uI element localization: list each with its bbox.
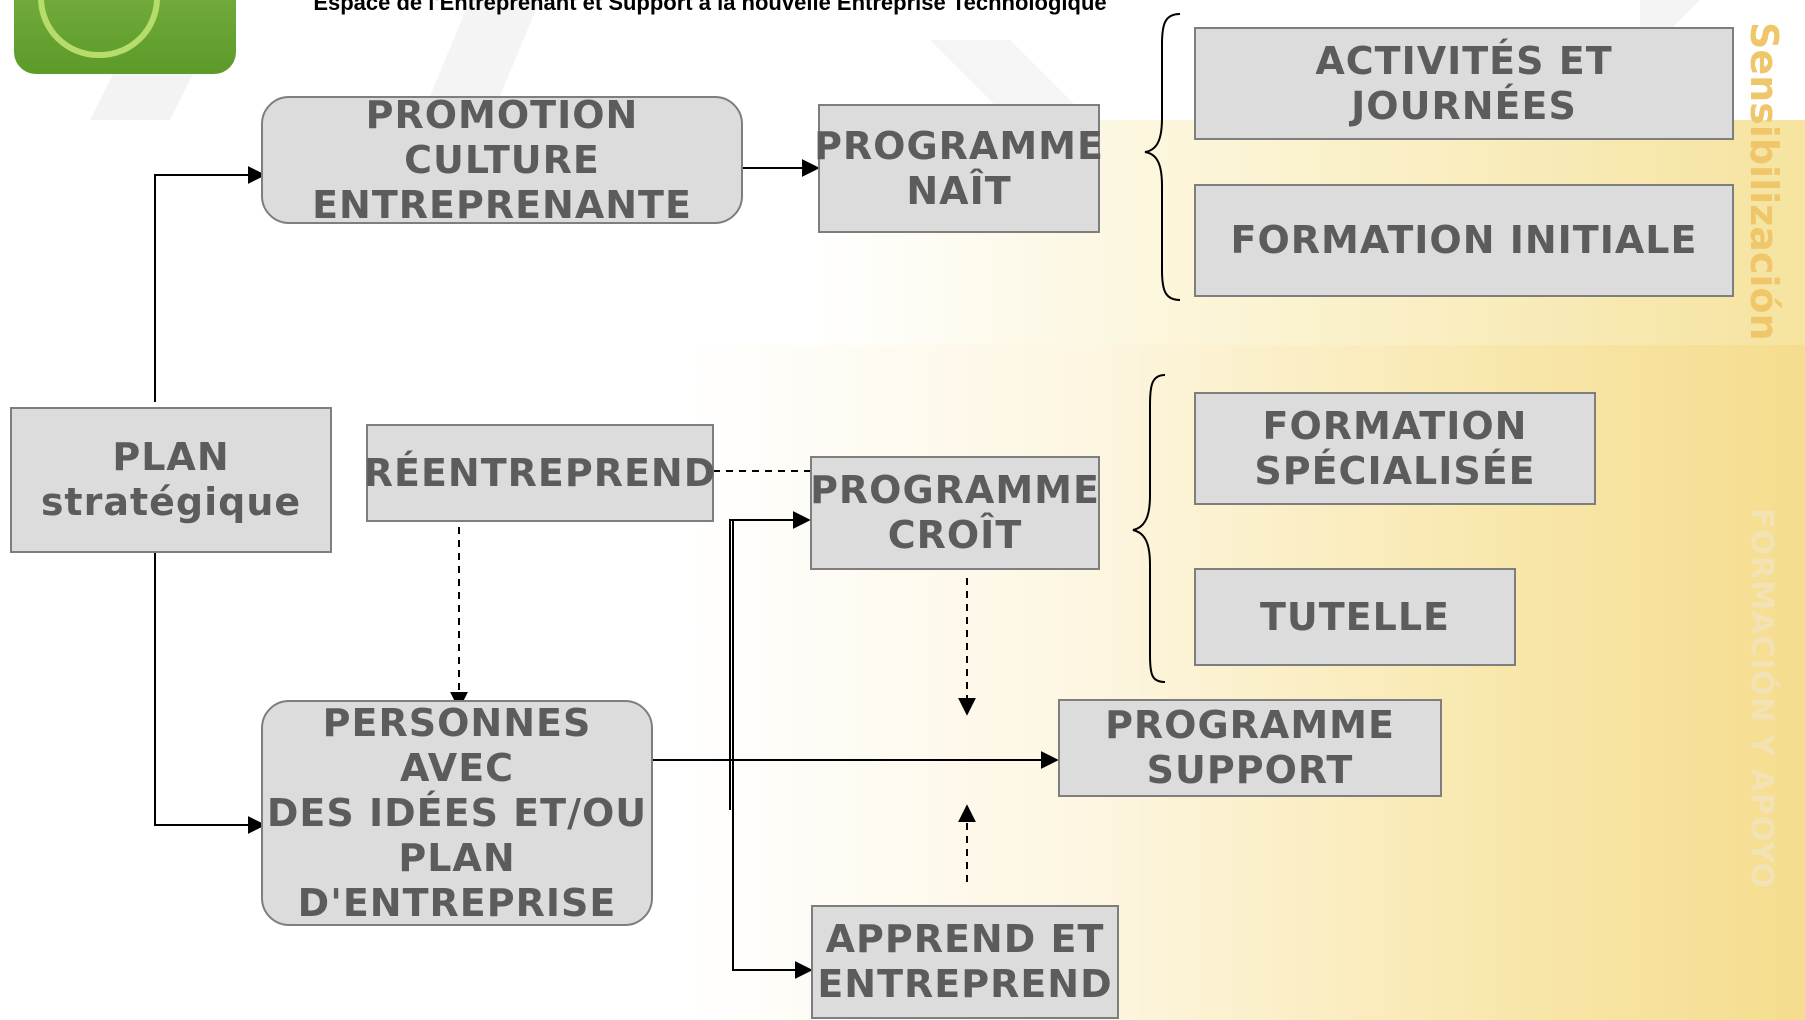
sensibilizacion-label: Sensibilización (1742, 22, 1786, 341)
arrow-to-apprend (732, 520, 813, 979)
formation-initiale-box: FORMATION INITIALE (1194, 184, 1734, 297)
brace-nait (1144, 13, 1181, 301)
arrow-plan-to-personnes (154, 552, 266, 834)
tutelle-box: TUTELLE (1194, 568, 1516, 666)
programme-croit-box: PROGRAMME CROÎT (810, 456, 1100, 570)
promotion-culture-box: PROMOTION CULTURE ENTREPRENANTE (261, 93, 743, 227)
plan-strategique-box: PLAN stratégique (10, 407, 332, 553)
personnes-avec-idees-box: PERSONNES AVEC DES IDÉES ET/OU PLAN D'EN… (261, 700, 653, 926)
page-title: Espace de l'Entreprenant et Support à la… (313, 0, 1107, 15)
apprend-entreprend-box: APPREND ET ENTREPREND (811, 905, 1119, 1019)
activites-journees-box: ACTIVITÉS ET JOURNÉES (1194, 27, 1734, 140)
programme-nait-box: PROGRAMME NAÎT (814, 104, 1103, 233)
arrow-plan-to-promotion (154, 166, 266, 402)
reentreprend-box: RÉENTREPREND (364, 424, 715, 522)
formacion-apoyo-label: FORMACIÓN Y APOYO (1744, 508, 1779, 890)
formation-specialisee-box: FORMATION SPÉCIALISÉE (1194, 392, 1596, 505)
arrow-to-croit (729, 511, 811, 810)
brace-croit (1132, 374, 1166, 683)
programme-support-box: PROGRAMME SUPPORT (1058, 699, 1442, 797)
